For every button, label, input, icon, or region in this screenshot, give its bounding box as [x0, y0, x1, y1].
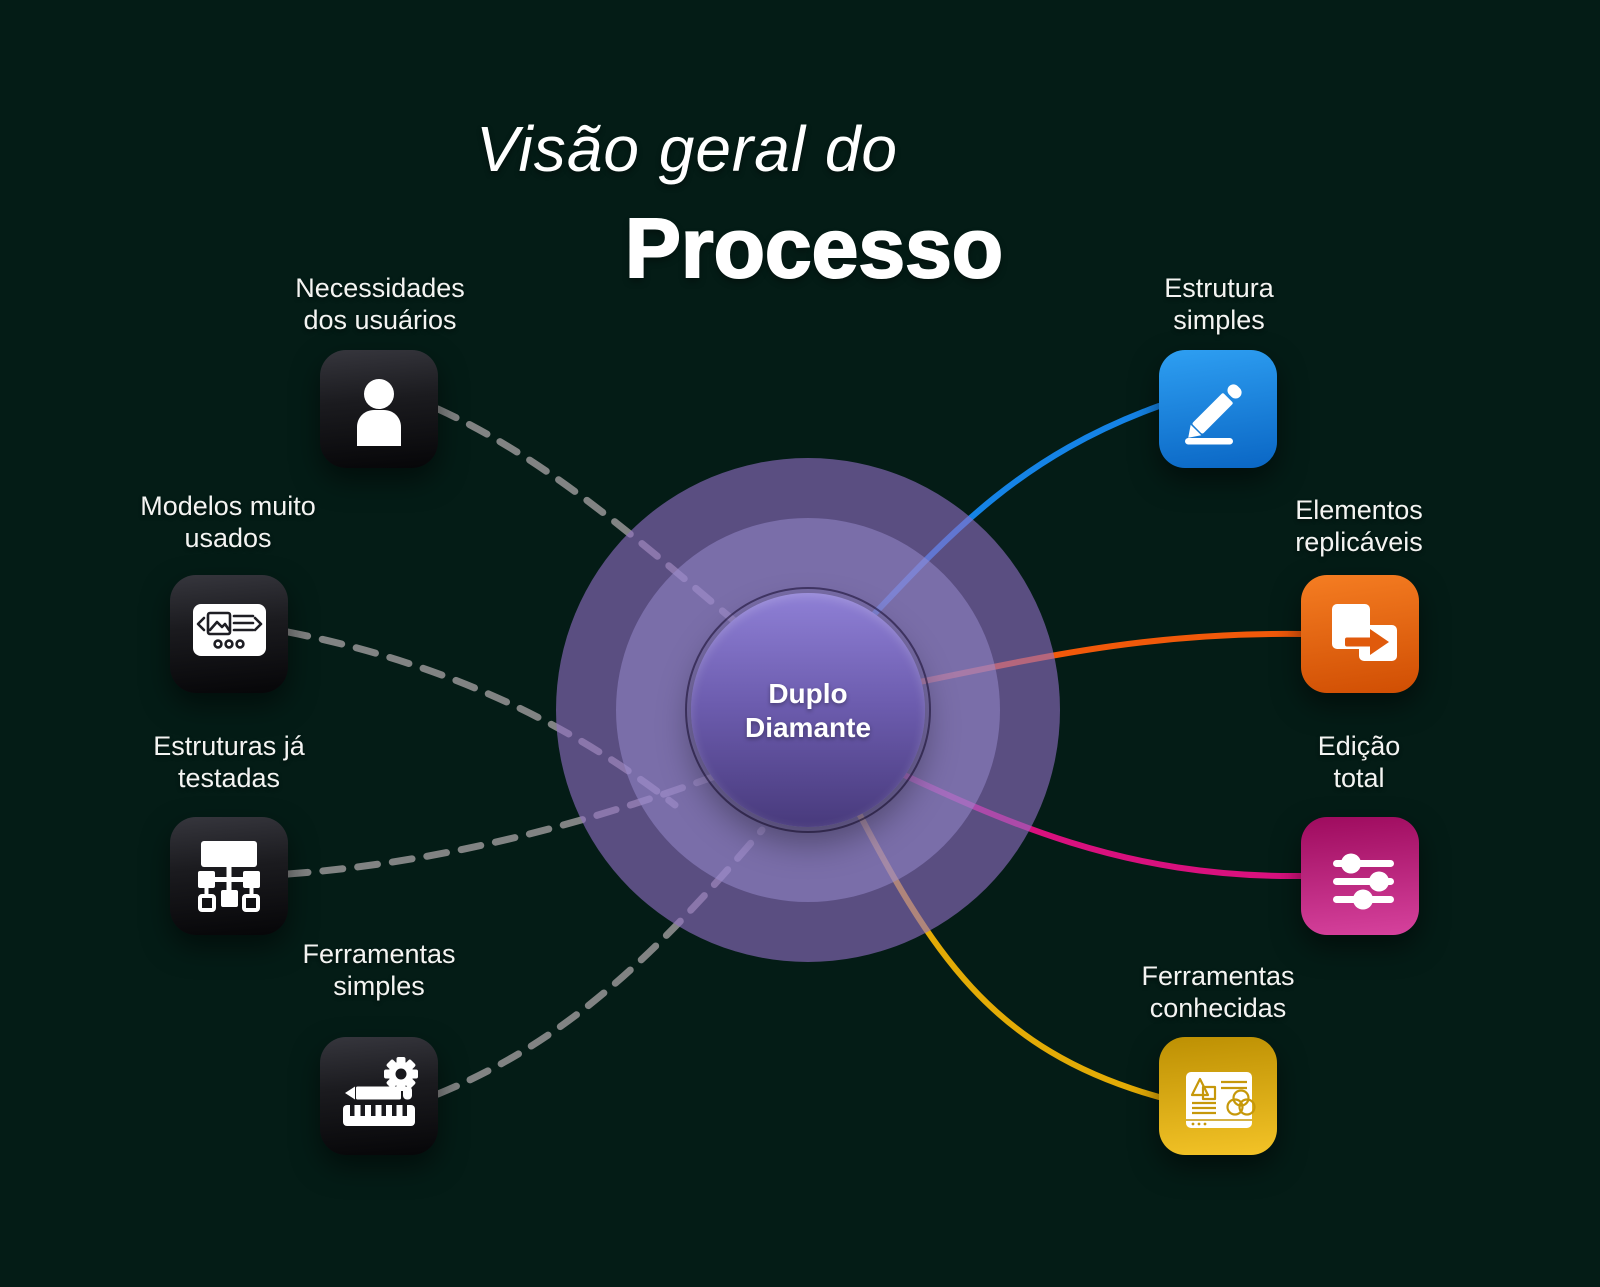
label-ferramentas-simples: Ferramentas simples	[302, 939, 456, 1002]
node-ferramentas-conhecidas	[1159, 1037, 1277, 1155]
ruler-pencil-gear-icon	[343, 1057, 418, 1126]
label-estruturas: Estruturas já testadas	[153, 731, 305, 794]
center-label: Duplo Diamante	[744, 677, 872, 743]
label-ferramentas-conhecidas: Ferramentas conhecidas	[1141, 961, 1295, 1024]
node-ferramentas-simples	[320, 1037, 438, 1155]
page-title-line2: Processo	[624, 200, 1004, 296]
sitemap-icon	[198, 841, 260, 912]
center-circle	[691, 593, 925, 827]
label-estrutura-simples: Estrutura simples	[1164, 273, 1274, 336]
node-estruturas	[170, 817, 288, 935]
center-ring-outline	[685, 587, 931, 833]
label-necessidades: Necessidades dos usuários	[295, 273, 465, 336]
node-elementos	[1301, 575, 1419, 693]
node-edicao-total	[1301, 817, 1419, 935]
template-icon	[193, 604, 266, 656]
sliders-icon	[1333, 853, 1394, 910]
user-icon	[357, 379, 401, 446]
label-elementos: Elementos replicáveis	[1295, 495, 1423, 558]
duplicate-arrow-icon	[1332, 604, 1397, 661]
label-edicao-total: Edição total	[1317, 731, 1401, 794]
design-card-icon	[1186, 1072, 1256, 1128]
page-title-line1: Visão geral do	[476, 113, 898, 185]
node-estrutura-simples	[1159, 350, 1277, 468]
label-modelos: Modelos muito usados	[140, 491, 316, 554]
node-necessidades	[320, 350, 438, 468]
pencil-edit-icon	[1185, 384, 1242, 445]
node-modelos	[170, 575, 288, 693]
